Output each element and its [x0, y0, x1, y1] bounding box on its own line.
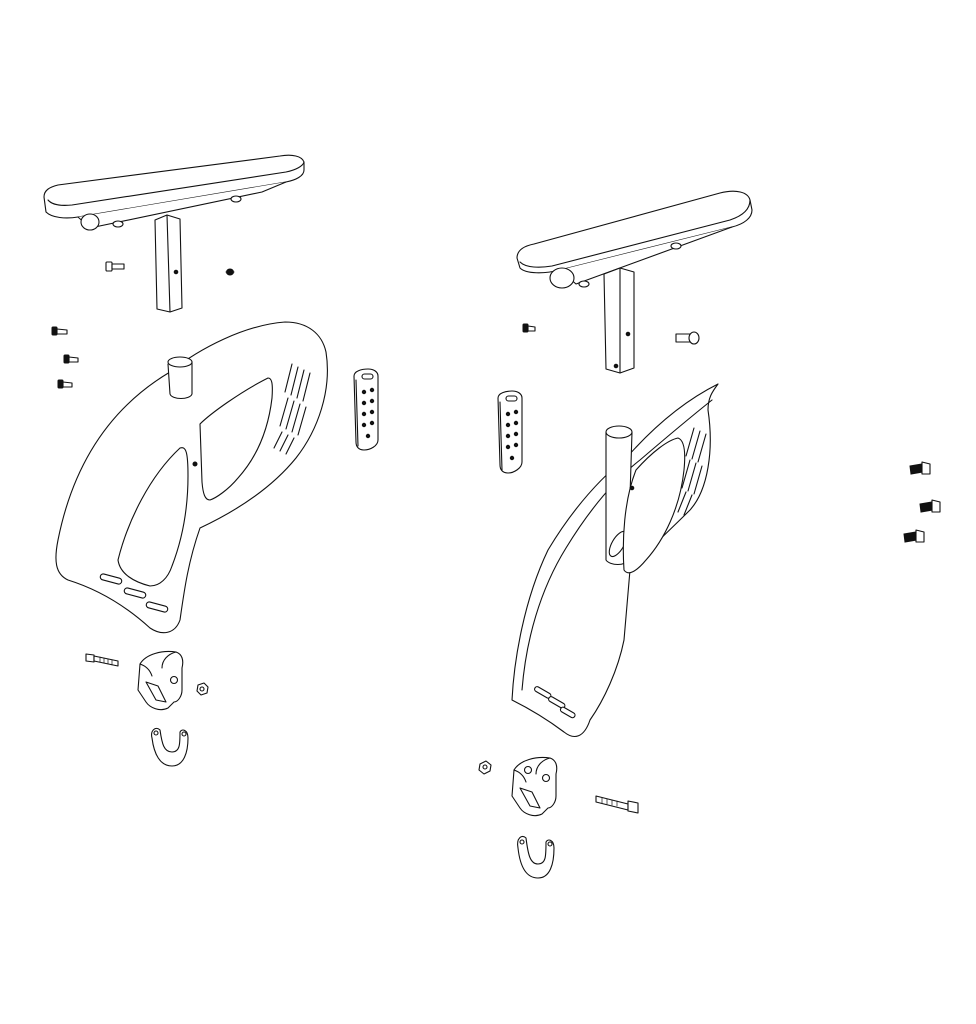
right-u-clip	[517, 835, 555, 879]
left-armrest-post	[154, 214, 183, 313]
right-hex-bolt	[595, 795, 639, 814]
right-loose-screw-1	[909, 461, 931, 475]
right-adapter-plate	[497, 390, 523, 474]
right-side-panel	[511, 383, 719, 738]
left-assembly	[43, 154, 379, 767]
right-armrest-post	[603, 267, 635, 374]
left-armrest-pad	[43, 154, 305, 231]
right-clamp-bracket	[511, 756, 558, 817]
left-panel-screw-3	[57, 379, 73, 389]
left-post-screw-2	[225, 268, 235, 276]
left-u-clip	[151, 727, 189, 767]
right-post-screw-2	[675, 331, 700, 345]
right-hex-nut	[478, 760, 492, 775]
right-loose-screw-2	[919, 499, 941, 513]
right-loose-screw-3	[903, 529, 925, 543]
left-hex-bolt	[85, 653, 119, 667]
right-armrest-pad	[516, 190, 753, 289]
left-side-panel	[55, 321, 328, 634]
left-post-screw-1	[105, 261, 125, 272]
right-assembly	[478, 190, 941, 879]
left-panel-screw-1	[51, 326, 68, 336]
right-post-screw-1	[522, 323, 536, 333]
left-panel-screw-2	[63, 354, 79, 364]
left-adapter-plate	[353, 368, 379, 451]
left-clamp-bracket	[137, 650, 184, 711]
left-hex-nut	[196, 682, 209, 696]
